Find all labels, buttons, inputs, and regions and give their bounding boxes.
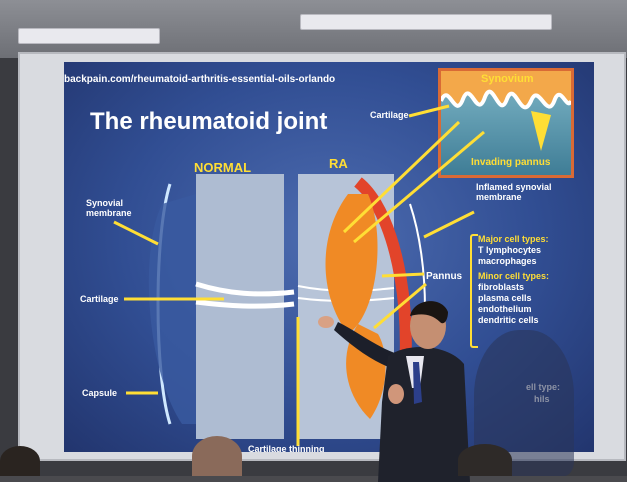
- ceiling-light-right: [300, 14, 552, 30]
- presenter: [318, 292, 478, 482]
- minor-cell-item: dendritic cells: [478, 315, 549, 326]
- minor-cell-item: fibroblasts: [478, 282, 549, 293]
- major-cell-item: T lymphocytes: [478, 245, 549, 256]
- audience-head-right: [458, 444, 512, 476]
- label-synovial-membrane: Synovial membrane: [86, 198, 146, 218]
- minor-cell-item: plasma cells: [478, 293, 549, 304]
- audience-head-left: [0, 446, 40, 476]
- minor-cell-item: endothelium: [478, 304, 549, 315]
- major-cell-types-header: Major cell types:: [478, 234, 549, 245]
- label-capsule: Capsule: [82, 388, 117, 398]
- ceiling-light-left: [18, 28, 160, 44]
- minor-cell-types-header: Minor cell types:: [478, 271, 549, 282]
- label-pannus: Pannus: [426, 272, 462, 282]
- label-cartilage: Cartilage: [80, 294, 119, 304]
- cell-types-list: Major cell types: T lymphocytes macropha…: [478, 234, 549, 326]
- major-cell-item: macrophages: [478, 256, 549, 267]
- label-inflamed-synovial-membrane: Inflamed synovial membrane: [476, 182, 556, 202]
- audience-head-center: [192, 436, 242, 476]
- label-cartilage-thinning: Cartilage thinning: [248, 444, 325, 452]
- label-cartilage-top: Cartilage: [370, 110, 409, 120]
